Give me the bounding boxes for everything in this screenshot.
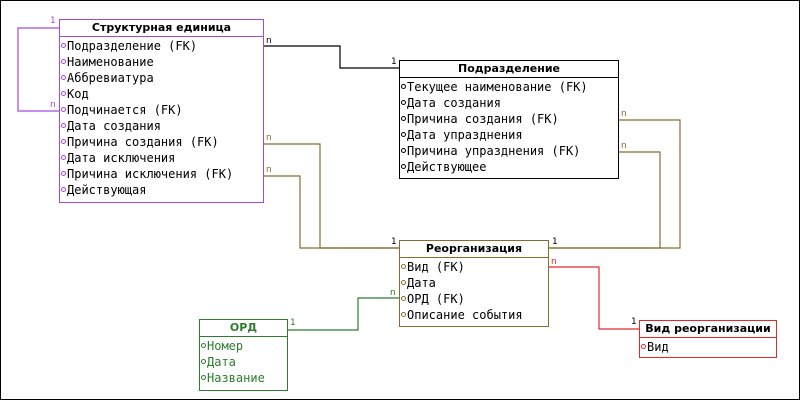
- struct-reorg-line-1: [264, 143, 399, 249]
- field-item: Причина создания (FK): [400, 111, 618, 127]
- field-item: Вид: [640, 339, 776, 355]
- entity-reorganization-type[interactable]: Вид реорганизации Вид: [639, 320, 777, 358]
- field-item: Причина создания (FK): [60, 134, 263, 150]
- struct-podr-line: [264, 45, 399, 69]
- card-podr-reorg-many-1: n: [621, 109, 627, 119]
- field-item: Описание события: [400, 307, 548, 323]
- field-item: Действующая: [60, 182, 263, 198]
- card-ord-reorg-many: n: [390, 288, 396, 298]
- field-item: Причина упразднения (FK): [400, 143, 618, 159]
- card-self-one: 1: [50, 16, 56, 26]
- field-item: Название: [200, 370, 287, 386]
- self-relation-line: [17, 27, 59, 112]
- ord-reorg-line: [288, 297, 399, 331]
- field-item: Текущее наименование (FK): [400, 79, 618, 95]
- field-item: Подчинается (FK): [60, 102, 263, 118]
- card-reorg-vid-one: 1: [631, 317, 637, 327]
- field-item: Вид (FK): [400, 259, 548, 275]
- entity-fields: Номер Дата Название: [200, 337, 287, 386]
- struct-reorg-line-2: [264, 175, 399, 249]
- entity-title: Подразделение: [400, 61, 618, 78]
- field-item: Дата создания: [60, 118, 263, 134]
- card-podr-reorg-many-2: n: [621, 141, 627, 151]
- entity-title: Структурная единица: [60, 20, 263, 37]
- card-reorg-right-one: 1: [552, 237, 558, 247]
- entity-title: Реорганизация: [400, 241, 548, 258]
- entity-fields: Вид: [640, 338, 776, 355]
- field-item: Дата: [200, 354, 287, 370]
- card-self-many: n: [50, 100, 56, 110]
- entity-fields: Подразделение (FK) Наименование Аббревиа…: [60, 37, 263, 198]
- entity-fields: Текущее наименование (FK) Дата создания …: [400, 78, 618, 175]
- entity-subdivision[interactable]: Подразделение Текущее наименование (FK) …: [399, 60, 619, 179]
- card-reorg-vid-many: n: [551, 257, 557, 267]
- field-item: Дата: [400, 275, 548, 291]
- entity-title: Вид реорганизации: [640, 321, 776, 338]
- field-item: Номер: [200, 338, 287, 354]
- field-item: Причина исключения (FK): [60, 166, 263, 182]
- card-struct-reorg-many-1: n: [266, 133, 272, 143]
- entity-fields: Вид (FK) Дата ОРД (FK) Описание события: [400, 258, 548, 323]
- field-item: Подразделение (FK): [60, 38, 263, 54]
- card-reorg-left-one: 1: [391, 237, 397, 247]
- card-ord-reorg-one: 1: [290, 318, 296, 328]
- field-item: Наименование: [60, 54, 263, 70]
- field-item: ОРД (FK): [400, 291, 548, 307]
- card-struct-podr-many: n: [266, 36, 272, 46]
- field-item: Код: [60, 86, 263, 102]
- podr-reorg-line-2: [549, 151, 661, 249]
- entity-title: ОРД: [200, 320, 287, 337]
- card-struct-reorg-many-2: n: [266, 165, 272, 175]
- entity-structural-unit[interactable]: Структурная единица Подразделение (FK) Н…: [59, 19, 264, 203]
- field-item: Дата исключения: [60, 150, 263, 166]
- field-item: Дата упразднения: [400, 127, 618, 143]
- field-item: Дата создания: [400, 95, 618, 111]
- entity-reorganization[interactable]: Реорганизация Вид (FK) Дата ОРД (FK) Опи…: [399, 240, 549, 327]
- card-struct-podr-one: 1: [391, 57, 397, 67]
- entity-ord[interactable]: ОРД Номер Дата Название: [199, 319, 288, 391]
- field-item: Аббревиатура: [60, 70, 263, 86]
- reorg-vid-line: [549, 266, 639, 330]
- field-item: Действующее: [400, 159, 618, 175]
